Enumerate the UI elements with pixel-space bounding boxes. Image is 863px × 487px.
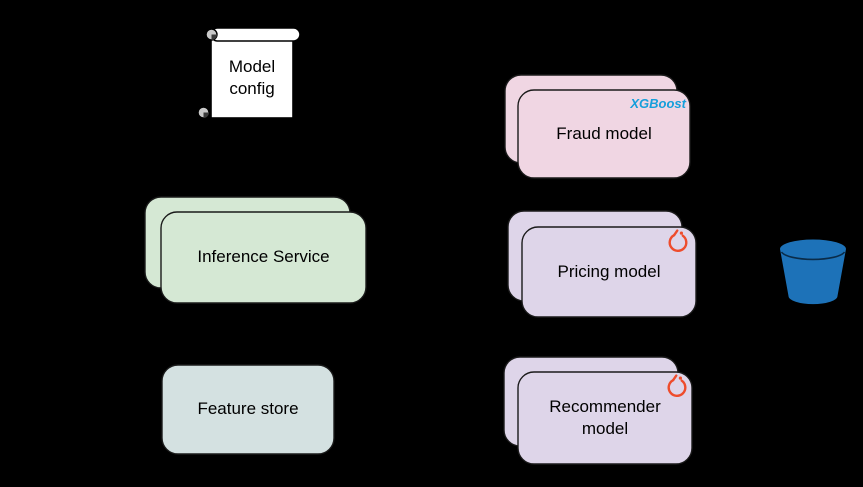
fraud-model-node (504, 74, 691, 179)
pricing-model-node (507, 210, 697, 318)
feature-store-card (161, 364, 335, 455)
model-config-label: Model config (228, 56, 276, 98)
pytorch-icon (667, 374, 687, 397)
scroll-body (210, 33, 294, 119)
model-config-node (197, 27, 301, 119)
bucket-icon (780, 239, 846, 305)
pricing-model-label: Pricing model (557, 261, 661, 281)
feature-store-node (161, 364, 335, 455)
recommender-model-label: Recommender model (549, 396, 661, 438)
inference-service-card (160, 211, 367, 304)
recommender-model-card (517, 371, 693, 465)
feature-store-label: Feature store (197, 399, 299, 419)
recommender-model-node (503, 356, 693, 465)
fraud-model-label: Fraud model (556, 123, 652, 143)
scroll-curl-top-shade (211, 34, 217, 40)
fraud-model-card (517, 89, 691, 179)
storage-bucket-node (780, 239, 846, 305)
bucket-rim-line (780, 251, 846, 261)
pricing-model-card (521, 226, 697, 318)
scroll-top-roll (210, 27, 301, 42)
inference-service-node (144, 196, 367, 304)
pytorch-icon (668, 229, 688, 252)
xgboost-logo: XGBoost (630, 96, 686, 111)
inference-service-label: Inference Service (197, 247, 330, 267)
scroll-curl-bottom-shade (203, 112, 209, 118)
